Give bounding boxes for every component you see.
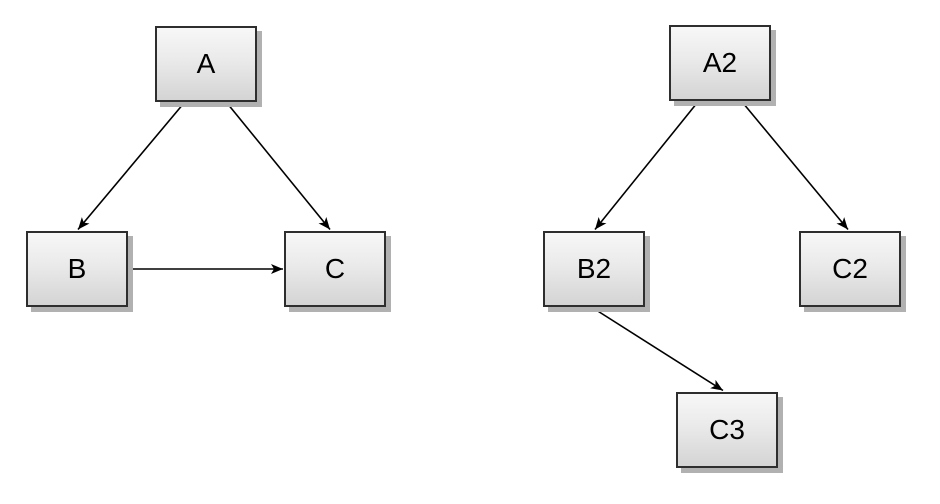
node-C2-label: C2 — [832, 253, 868, 284]
node-C3-label: C3 — [709, 414, 745, 445]
node-A[interactable]: A — [155, 26, 257, 102]
node-B2-label: B2 — [576, 253, 612, 284]
node-A2-label: A2 — [702, 47, 738, 78]
edge-B2-to-C3 — [592, 307, 724, 392]
edge-A-to-B — [77, 102, 185, 231]
node-C2[interactable]: C2 — [799, 231, 901, 307]
node-B-label: B — [67, 253, 87, 284]
node-A-label: A — [196, 48, 216, 79]
node-B[interactable]: B — [26, 231, 128, 307]
node-A2[interactable]: A2 — [669, 25, 771, 101]
node-C[interactable]: C — [284, 231, 386, 307]
node-B2[interactable]: B2 — [543, 231, 645, 307]
edge-A2-to-C2 — [742, 102, 849, 231]
node-C3[interactable]: C3 — [676, 392, 778, 468]
edge-A2-to-B2 — [594, 102, 698, 231]
edge-A-to-C — [226, 102, 331, 231]
node-C-label: C — [324, 253, 346, 284]
